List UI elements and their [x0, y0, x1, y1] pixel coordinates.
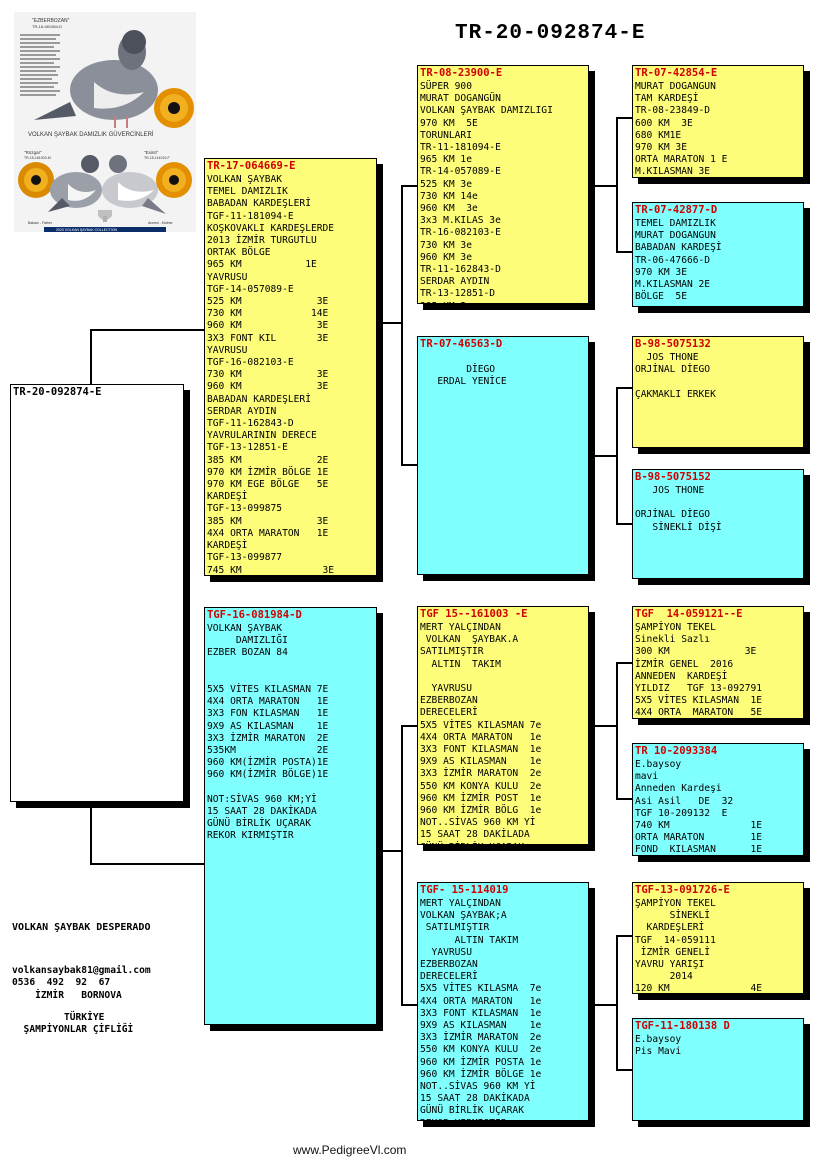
sire-ring: TR-17-064669-E [207, 160, 296, 172]
connector-line [90, 329, 92, 384]
pigeon-top-image [34, 30, 158, 128]
dam-box: TGF-16-081984-D VOLKAN ŞAYBAK DAMIZLIĞI … [204, 607, 377, 1025]
connector-line [616, 387, 632, 389]
photo-left-ring: TR-15-161003-M [24, 156, 51, 160]
sds-ring: B-98-5075132 [635, 338, 711, 350]
dam-sire-box: TGF 15--161003 -E MERT YALÇINDAN VOLKAN … [417, 606, 589, 845]
photo-mother-label: Annesi - Mother [148, 221, 174, 225]
photo-right-name: "Esinti" [144, 150, 159, 155]
connector-line [589, 1004, 616, 1006]
dam-dam-dam-box: TGF-11-180138 D E.baysoy Pis Mavi [632, 1018, 804, 1121]
dss-text: ŞAMPİYON TEKEL Sinekli Sazlı 300 KM 3E İ… [635, 622, 763, 719]
sire-sire-sire-box: TR-07-42854-E MURAT DOGANGUN TAM KARDEŞİ… [632, 65, 804, 178]
connector-line [401, 1004, 417, 1006]
sire-sire-dam-box: TR-07-42877-D TEMEL DAMIZLIK MURAT DOGAN… [632, 202, 804, 307]
trophy-icon [98, 210, 112, 222]
eye-image-top [154, 88, 194, 128]
connector-line [589, 185, 616, 187]
dds-text: ŞAMPİYON TEKEL SİNEKLİ KARDEŞLERİ TGF 14… [635, 898, 763, 994]
footer-website: www.PedigreeVl.com [293, 1143, 407, 1157]
connector-line [90, 329, 204, 331]
pigeon-left-image [48, 155, 102, 212]
connector-line [401, 185, 403, 465]
connector-line [401, 464, 417, 466]
connector-line [616, 662, 632, 664]
pigeon-photo-collage: "EZBERBOZAN" TR-16-081984-D VOLKAN ŞAYBA… [14, 12, 196, 232]
eye-image-right [156, 162, 192, 198]
pigeon-right-image [102, 155, 166, 214]
connector-line [616, 662, 618, 799]
sss-ring: TR-07-42854-E [635, 67, 718, 79]
sire-dam-dam-box: B-98-5075152 JOS THONE ORJİNAL DİEGO SİN… [632, 469, 804, 579]
photo-top-name: "EZBERBOZAN" [32, 18, 70, 24]
sire-dam-box: TR-07-46563-D DİEGO ERDAL YENİCE [417, 336, 589, 575]
dds-ring: TGF-13-091726-E [635, 884, 730, 896]
breeder-name: VOLKAN ŞAYBAK DESPERADO [12, 922, 151, 933]
dam-dam-ring: TGF- 15-114019 [420, 884, 509, 896]
dsd-ring: TR 10-2093384 [635, 745, 718, 757]
collage-title: VOLKAN ŞAYBAK DAMIZLIK GÜVERCİNLERİ [28, 131, 154, 138]
dam-sire-text: MERT YALÇINDAN VOLKAN ŞAYBAK.A SATILMIŞT… [420, 622, 542, 844]
sire-box: TR-17-064669-E VOLKAN ŞAYBAK TEMEL DAMIZ… [204, 158, 377, 576]
dam-text: VOLKAN ŞAYBAK DAMIZLIĞI EZBER BOZAN 84 5… [207, 623, 329, 842]
photo-father-label: Babası - Father [28, 221, 53, 225]
subject-box: TR-20-092874-E [10, 384, 184, 802]
connector-line [616, 117, 632, 119]
dss-ring: TGF 14-059121--E [635, 608, 743, 620]
sire-sire-ring: TR-08-23900-E [420, 67, 503, 79]
breeder-location: TÜRKİYE ŞAMPİYONLAR ÇİFLİĞİ [23, 1012, 134, 1036]
sdd-text: JOS THONE ORJİNAL DİEGO SİNEKLİ DİŞİ [635, 485, 722, 533]
dam-sire-ring: TGF 15--161003 -E [420, 608, 528, 620]
sdd-ring: B-98-5075152 [635, 471, 711, 483]
dam-dam-sire-box: TGF-13-091726-E ŞAMPİYON TEKEL SİNEKLİ K… [632, 882, 804, 994]
connector-line [616, 935, 632, 937]
dam-dam-box: TGF- 15-114019 MERT YALÇINDAN VOLKAN ŞAY… [417, 882, 589, 1121]
connector-line [616, 523, 632, 525]
sire-dam-sire-box: B-98-5075132 JOS THONE ORJİNAL DİEGO ÇAK… [632, 336, 804, 448]
subject-text [11, 399, 183, 401]
subject-ring: TR-20-092874-E [13, 386, 102, 398]
connector-line [616, 1069, 632, 1071]
connector-line [616, 387, 618, 524]
sire-sire-text: SÜPER 900 MURAT DOGANGÜN VOLKAN ŞAYBAK D… [420, 81, 553, 303]
dam-ring: TGF-16-081984-D [207, 609, 302, 621]
sire-dam-text: DİEGO ERDAL YENİCE [437, 364, 507, 388]
dsd-text: E.baysoy mavi Anneden Kardeşi Asi Asil D… [635, 759, 763, 856]
photo-banner: 2020 VOLKAN ŞAYBAK COLLECTION [56, 228, 117, 232]
connector-line [90, 863, 204, 865]
dam-sire-sire-box: TGF 14-059121--E ŞAMPİYON TEKEL Sinekli … [632, 606, 804, 719]
eye-image-left [18, 162, 54, 198]
pigeon-photo-svg: "EZBERBOZAN" TR-16-081984-D VOLKAN ŞAYBA… [14, 12, 196, 232]
photo-right-ring: TR-15-114019-F [144, 156, 170, 160]
connector-line [377, 322, 401, 324]
connector-line [401, 185, 417, 187]
sire-sire-box: TR-08-23900-E SÜPER 900 MURAT DOGANGÜN V… [417, 65, 589, 304]
connector-line [616, 798, 632, 800]
sire-text: VOLKAN ŞAYBAK TEMEL DAMIZLIK BABADAN KAR… [207, 174, 335, 576]
photo-top-ring: TR-16-081984-D [32, 24, 62, 29]
ddd-text: E.baysoy Pis Mavi [635, 1034, 682, 1058]
connector-line [401, 725, 417, 727]
connector-line [616, 935, 618, 1070]
ssd-ring: TR-07-42877-D [635, 204, 718, 216]
connector-line [616, 117, 618, 252]
connector-line [401, 725, 403, 1005]
sss-text: MURAT DOGANGUN TAM KARDEŞİ TR-08-23849-D… [635, 81, 728, 178]
ssd-text: TEMEL DAMIZLIK MURAT DOGANGUN BABADAN KA… [635, 218, 722, 303]
connector-line [589, 455, 616, 457]
breeder-contact: volkansaybak81@gmail.com 0536 492 92 67 … [12, 965, 151, 1001]
ddd-ring: TGF-11-180138 D [635, 1020, 730, 1032]
sire-dam-ring: TR-07-46563-D [420, 338, 503, 350]
dam-sire-dam-box: TR 10-2093384 E.baysoy mavi Anneden Kard… [632, 743, 804, 856]
pedigree-mini-list [20, 34, 60, 96]
connector-line [377, 850, 401, 852]
page-title: TR-20-092874-E [455, 22, 646, 45]
connector-line [589, 725, 616, 727]
dam-dam-text: MERT YALÇINDAN VOLKAN ŞAYBAK;A SATILMIŞT… [420, 898, 542, 1120]
connector-line [90, 802, 92, 864]
connector-line [616, 251, 632, 253]
sds-text: JOS THONE ORJİNAL DİEGO ÇAKMAKLI ERKEK [635, 352, 716, 400]
photo-left-name: "Rüzgar" [24, 150, 42, 155]
